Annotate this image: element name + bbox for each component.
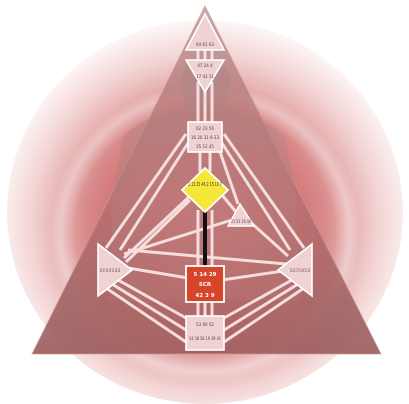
throat-gates-top: 62 23 56 — [196, 126, 214, 131]
sacral-gates-bottom: 42 3 9 — [195, 293, 214, 299]
root-gates: 53 60 52 — [196, 322, 214, 327]
ajna-lower-gates: 17 43 11 — [196, 74, 214, 79]
g-center-gates: 1 13 25 46 2 15 10 7 — [188, 182, 222, 188]
sacral-label: SCR — [199, 282, 212, 288]
heart-gates: 21 51 26 40 — [231, 219, 251, 224]
spleen-gates: 48 57 44 50 32 28 18 — [100, 268, 120, 273]
sacral-gates-top: 5 14 29 — [194, 272, 217, 278]
solar-plexus-gates: 36 22 37 6 49 55 30 — [290, 268, 310, 273]
ajna-gates: 47 24 4 — [197, 63, 213, 68]
throat-gates-mid: 16 20 31 8 33 — [191, 135, 219, 140]
sacral-center: 5 14 29 SCR 42 3 9 — [186, 266, 224, 302]
throat-center: 62 23 56 16 20 31 8 33 35 12 45 — [188, 122, 222, 152]
root-gates-low: 54 38 58 19 39 41 — [189, 336, 221, 341]
root-center: 53 60 52 54 38 58 19 39 41 — [186, 316, 224, 350]
head-gates: 64 61 63 — [196, 42, 214, 47]
throat-gates-low: 35 12 45 — [196, 144, 214, 149]
